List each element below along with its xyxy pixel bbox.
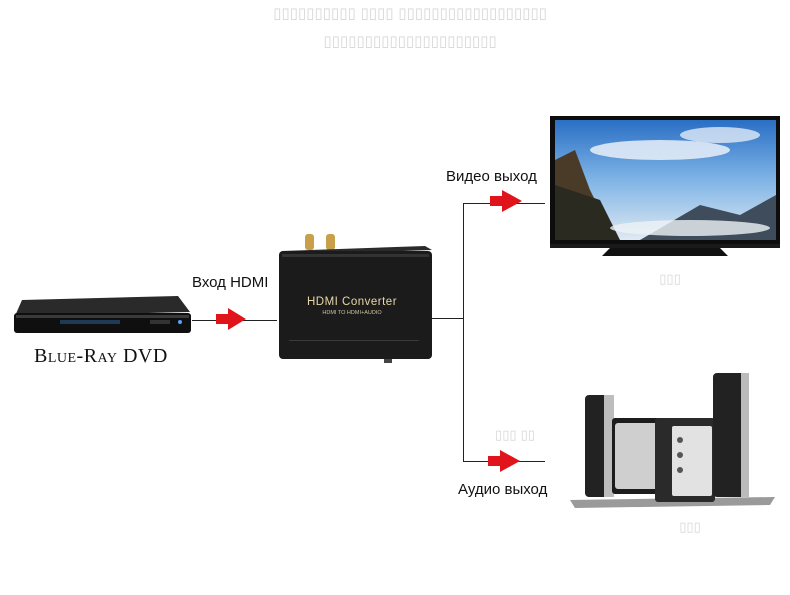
speaker-system-icon — [0, 0, 790, 595]
